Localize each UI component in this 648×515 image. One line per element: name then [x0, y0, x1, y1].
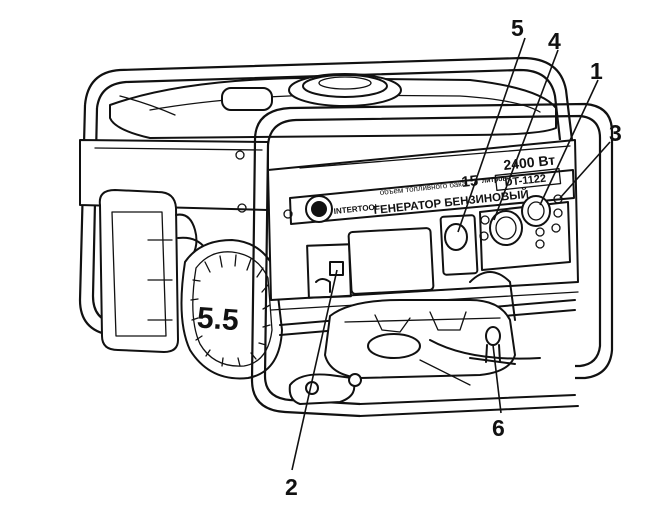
power-rating: 2400 Вт: [503, 152, 556, 173]
front-frame: [250, 102, 614, 418]
callout-leaders: [291, 37, 611, 471]
fuel-valve: [469, 326, 516, 365]
model-number: DT-1122: [504, 173, 547, 189]
tank-volume: 15: [461, 172, 479, 191]
callout-6: 6: [492, 415, 505, 441]
fuel-cap: [288, 73, 402, 107]
callout-1: 1: [590, 58, 603, 84]
base-mounts: [288, 339, 579, 417]
callout-4: 4: [548, 28, 561, 54]
tank-unit: литров: [481, 175, 507, 185]
callout-3: 3: [609, 120, 622, 146]
engine-badge: 5.5: [196, 301, 240, 337]
callout-5: 5: [511, 15, 524, 41]
engine-block: [324, 271, 516, 379]
engine-recoil-cover: 5.5: [180, 239, 283, 380]
callout-2: 2: [285, 474, 298, 500]
